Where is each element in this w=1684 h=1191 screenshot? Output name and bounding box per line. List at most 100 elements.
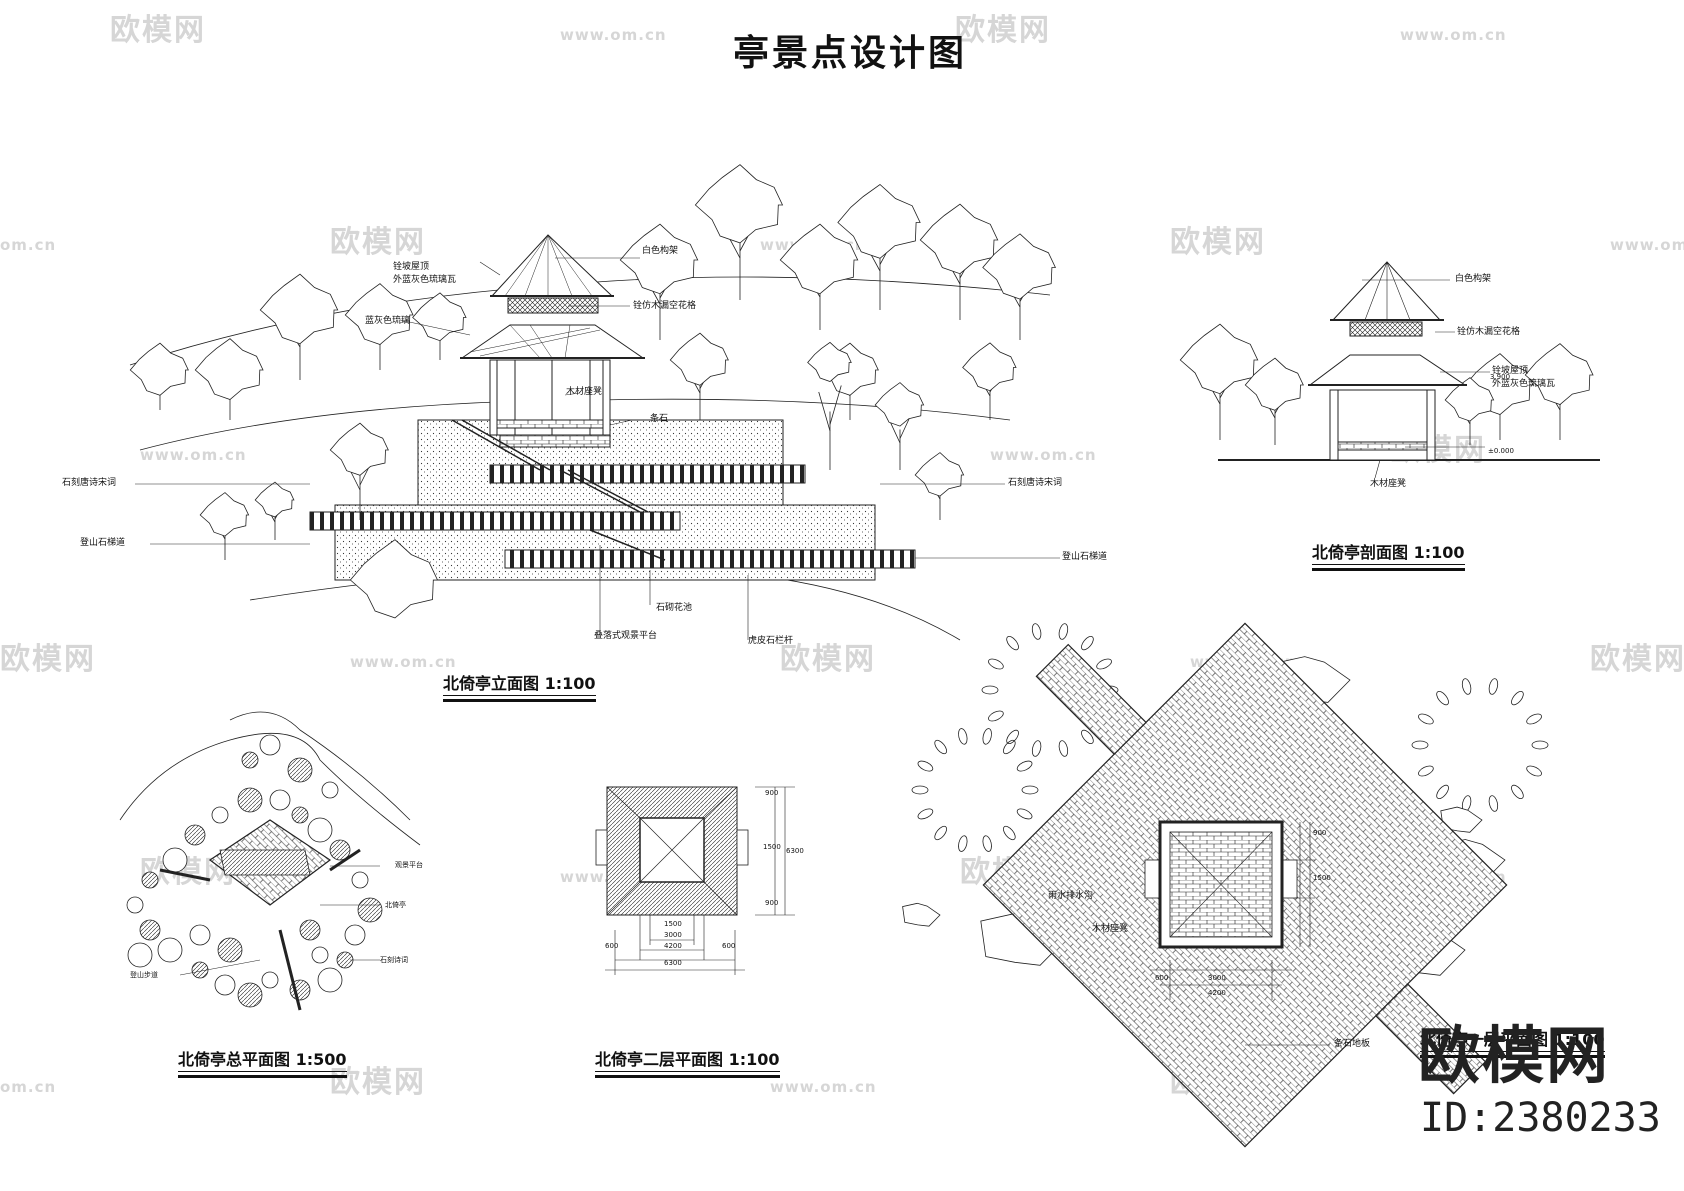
tree: [911, 728, 1039, 852]
tree: [962, 342, 1017, 420]
tree: [291, 806, 309, 824]
watermark-url: www.om.cn: [140, 446, 247, 464]
tree: [189, 924, 211, 946]
tree: [1179, 323, 1259, 440]
watermark-logo: 欧模网: [0, 642, 96, 677]
tree: [254, 481, 295, 540]
elevation-label-stone-strip: 条石: [650, 414, 669, 424]
rock: [1440, 806, 1483, 833]
elevation-view: [129, 164, 1060, 641]
section-elevation-mark: 3.900: [1490, 373, 1511, 381]
tree: [214, 974, 236, 996]
tree: [127, 942, 153, 968]
watermark-logo: 欧模网: [955, 13, 1051, 48]
ground-plan-caption: 北倚亭一层平面图 1:100: [1420, 1032, 1605, 1058]
upper-dim-1500-v: 1500: [763, 843, 781, 851]
section-label-wood-lattice: 铨仿木漏空花格: [1457, 327, 1521, 337]
watermark-logo: 欧模网: [330, 225, 426, 260]
tree: [669, 332, 729, 420]
elevation-label-roof-2: 外蓝灰色琉璃瓦: [393, 275, 457, 285]
elevation-label-terrace: 叠落式观景平台: [594, 631, 658, 641]
watermark-url: www.om.cn: [1400, 26, 1507, 44]
tree: [211, 806, 229, 824]
tree: [351, 871, 369, 889]
elevation-label-flower-bed: 石砌花池: [656, 603, 693, 613]
upper-dim-600-right: 600: [722, 942, 736, 950]
upper-dim-900-bottom: 900: [765, 899, 779, 907]
ground-dim-4200: 4200: [1208, 989, 1226, 997]
watermark-url: www.om.cn: [350, 653, 457, 671]
watermark-url: www.om.cn: [990, 446, 1097, 464]
tree: [287, 757, 313, 783]
watermark-url: www.om.cn: [560, 26, 667, 44]
upper-dim-4200: 4200: [664, 942, 682, 950]
upper-plan-caption: 北倚亭二层平面图 1:100: [595, 1052, 780, 1078]
upper-dim-600-left: 600: [605, 942, 619, 950]
site-label-path: 登山步道: [130, 971, 158, 979]
section-label-roof-2: 外蓝灰色琉璃瓦: [1492, 379, 1556, 389]
tree: [317, 967, 343, 993]
tree: [1411, 678, 1549, 812]
ground-label-wood-bench: 木材座凳: [1092, 924, 1129, 934]
elevation-label-railing: 虎皮石栏杆: [748, 636, 794, 646]
rock: [902, 902, 941, 927]
site-label-pavilion: 北倚亭: [385, 901, 406, 909]
ground-label-rain-gutter: 雨水排水沟: [1048, 891, 1094, 901]
ground-label-stone-floor: 条石地板: [1334, 1039, 1371, 1049]
section-caption: 北倚亭剖面图 1:100: [1312, 545, 1465, 571]
tree: [217, 937, 243, 963]
tree: [157, 937, 183, 963]
section-label-bench: 木材座凳: [1370, 479, 1407, 489]
ground-dim-900: 900: [1313, 829, 1327, 837]
tree: [329, 422, 389, 520]
tree: [126, 896, 144, 914]
ground-dim-1500: 1500: [1313, 874, 1331, 882]
upper-dim-6300: 6300: [664, 959, 682, 967]
upper-dim-900-top: 900: [765, 789, 779, 797]
tree: [982, 233, 1057, 340]
site-label-platform: 观景平台: [395, 861, 423, 869]
tree: [321, 781, 339, 799]
section-ground-mark: ±0.000: [1488, 447, 1514, 455]
upper-dim-6300-v: 6300: [786, 847, 804, 855]
tree: [1244, 357, 1304, 445]
tree: [837, 183, 921, 310]
tree: [344, 924, 366, 946]
tree: [237, 787, 263, 813]
tree: [259, 734, 281, 756]
elevation-label-stairs-left: 登山石梯道: [80, 538, 126, 548]
site-plan-caption: 北倚亭总平面图 1:500: [178, 1052, 347, 1078]
tree: [259, 273, 339, 380]
elevation-label-roof-1: 铨坡屋顶: [393, 262, 430, 272]
elevation-label-wood-bench: 木材座凳: [566, 387, 603, 397]
tree: [199, 492, 250, 560]
tree: [139, 919, 161, 941]
tree: [237, 982, 263, 1008]
ground-dim-3000: 3000: [1208, 974, 1226, 982]
watermark-logo: 欧模网: [1590, 642, 1684, 677]
watermark-url: www.om.cn: [1610, 236, 1684, 254]
tree: [874, 382, 925, 470]
sheet-title: 亭景点设计图: [733, 33, 968, 74]
tree: [329, 839, 351, 861]
section-label-white-frame: 白色构架: [1455, 274, 1492, 284]
watermark-logo: 欧模网: [110, 13, 206, 48]
tree: [919, 203, 999, 320]
tree: [307, 817, 333, 843]
watermark-url: www.om.cn: [770, 1078, 877, 1096]
upper-dim-1500: 1500: [664, 920, 682, 928]
watermark-id: ID:2380233: [1420, 1095, 1661, 1141]
tree: [357, 897, 383, 923]
tree: [619, 223, 699, 340]
elevation-label-wood-lattice: 铨仿木漏空花格: [633, 301, 697, 311]
upper-floor-plan-view: [595, 786, 795, 975]
watermark-logo: 欧模网: [780, 642, 876, 677]
tree: [344, 283, 414, 370]
watermark-url: om.cn: [0, 1078, 57, 1096]
tree: [184, 824, 206, 846]
elevation-label-blue-grey-glass: 蓝灰色琉璃: [365, 316, 411, 326]
watermark-logo: 欧模网: [1170, 225, 1266, 260]
tree: [261, 971, 279, 989]
